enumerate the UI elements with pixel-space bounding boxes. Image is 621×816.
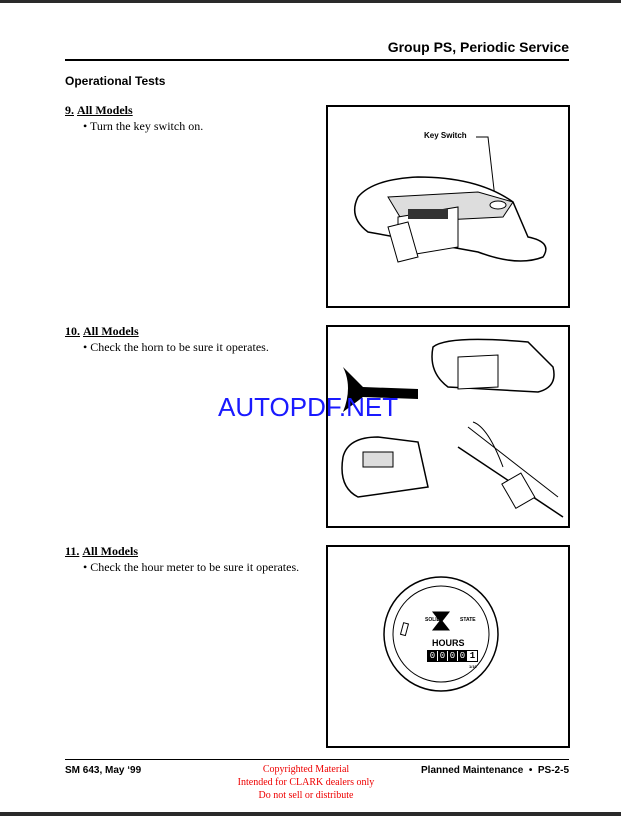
watermark: AUTOPDF.NET xyxy=(218,392,399,422)
meter-hours-label: HOURS xyxy=(432,638,465,648)
header-rule xyxy=(65,59,569,61)
meter-solid-label: SOLID xyxy=(425,617,441,623)
step-9: 9. All Models • Turn the key switch on. xyxy=(65,103,203,134)
counter-digit: 0 xyxy=(458,651,467,661)
meter-state-label: STATE xyxy=(460,617,476,623)
top-border xyxy=(0,0,621,3)
step-heading: All Models xyxy=(82,544,139,558)
step-number: 10. xyxy=(65,324,80,338)
bottom-border xyxy=(0,812,621,816)
footer-rule xyxy=(65,759,569,760)
step-number: 11. xyxy=(65,544,80,558)
step-bullet: • Check the horn to be sure it operates. xyxy=(83,340,269,354)
counter-digit: 0 xyxy=(448,651,457,661)
page-header-title: Group PS, Periodic Service xyxy=(387,39,569,55)
step-heading: All Models xyxy=(77,103,133,117)
notice-line: Intended for CLARK dealers only xyxy=(237,777,375,788)
counter-digit-tenths: 1 xyxy=(468,651,477,661)
notice-line: Do not sell or distribute xyxy=(258,790,354,801)
hour-meter-figure: SOLID STATE HOURS 0 0 0 0 1 1/10 xyxy=(326,545,570,748)
footer-page-id: Planned Maintenance • PS-2-5 xyxy=(421,765,569,776)
meter-unit-label: 1/10 xyxy=(469,664,477,669)
notice-line: Copyrighted Material xyxy=(262,764,350,775)
footer-manual-id: SM 643, May ‘99 xyxy=(65,765,142,776)
hour-meter-dial xyxy=(383,576,499,692)
step-number: 9. xyxy=(65,103,74,117)
counter-digit: 0 xyxy=(428,651,437,661)
horn-illustration xyxy=(341,338,564,518)
horn-figure xyxy=(326,325,570,528)
step-bullet: • Turn the key switch on. xyxy=(83,119,204,133)
section-title: Operational Tests xyxy=(65,74,166,88)
counter-digit: 0 xyxy=(438,651,447,661)
key-switch-label: Key Switch xyxy=(424,131,467,140)
copyright-notice: Copyrighted Material Intended for CLARK … xyxy=(200,763,412,802)
step-10: 10. All Models • Check the horn to be su… xyxy=(65,324,269,355)
key-switch-figure: Key Switch xyxy=(326,105,570,308)
step-heading: All Models xyxy=(83,324,139,338)
step-bullet: • Check the hour meter to be sure it ope… xyxy=(83,560,300,574)
hour-counter: 0 0 0 0 1 xyxy=(427,650,478,662)
tiller-illustration xyxy=(353,136,547,263)
step-11: 11. All Models • Check the hour meter to… xyxy=(65,544,299,575)
